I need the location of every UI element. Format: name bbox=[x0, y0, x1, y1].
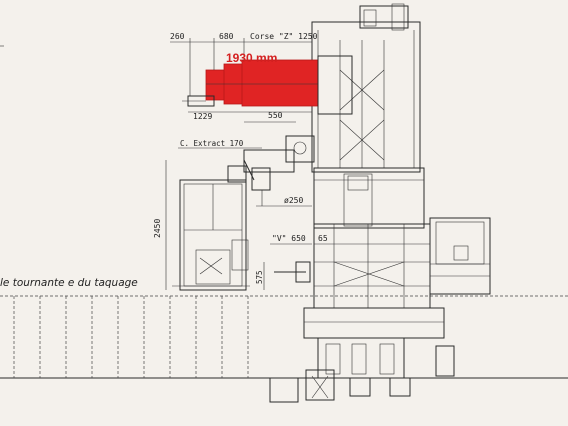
dim-corse-v: "V" 650 bbox=[272, 234, 306, 243]
ram-highlight bbox=[205, 59, 319, 107]
dim-corse-z: Corse "Z" 1250 bbox=[250, 32, 318, 41]
machine-body bbox=[313, 167, 431, 309]
dim-250: ø250 bbox=[284, 196, 303, 205]
dim-c-extract: C. Extract 170 bbox=[180, 139, 244, 148]
dim-680: 680 bbox=[219, 32, 234, 41]
side-caption: le tournante e du taquage bbox=[0, 277, 138, 289]
main-column bbox=[311, 3, 421, 173]
dim-550: 550 bbox=[268, 111, 283, 120]
spindle-head bbox=[243, 135, 315, 206]
pallet-changer bbox=[172, 165, 250, 291]
machine-base bbox=[269, 307, 455, 403]
dim-575: 575 bbox=[255, 270, 264, 284]
dim-260: 260 bbox=[170, 32, 185, 41]
tool-magazine bbox=[429, 217, 491, 295]
dim-2450: 2450 bbox=[153, 219, 162, 238]
dim-65: 65 bbox=[318, 234, 328, 243]
highlight-dimension: 1930 mm bbox=[226, 51, 277, 65]
ram-outline bbox=[182, 55, 353, 115]
spindle-collar bbox=[295, 261, 311, 283]
dim-1229: 1229 bbox=[193, 112, 212, 121]
